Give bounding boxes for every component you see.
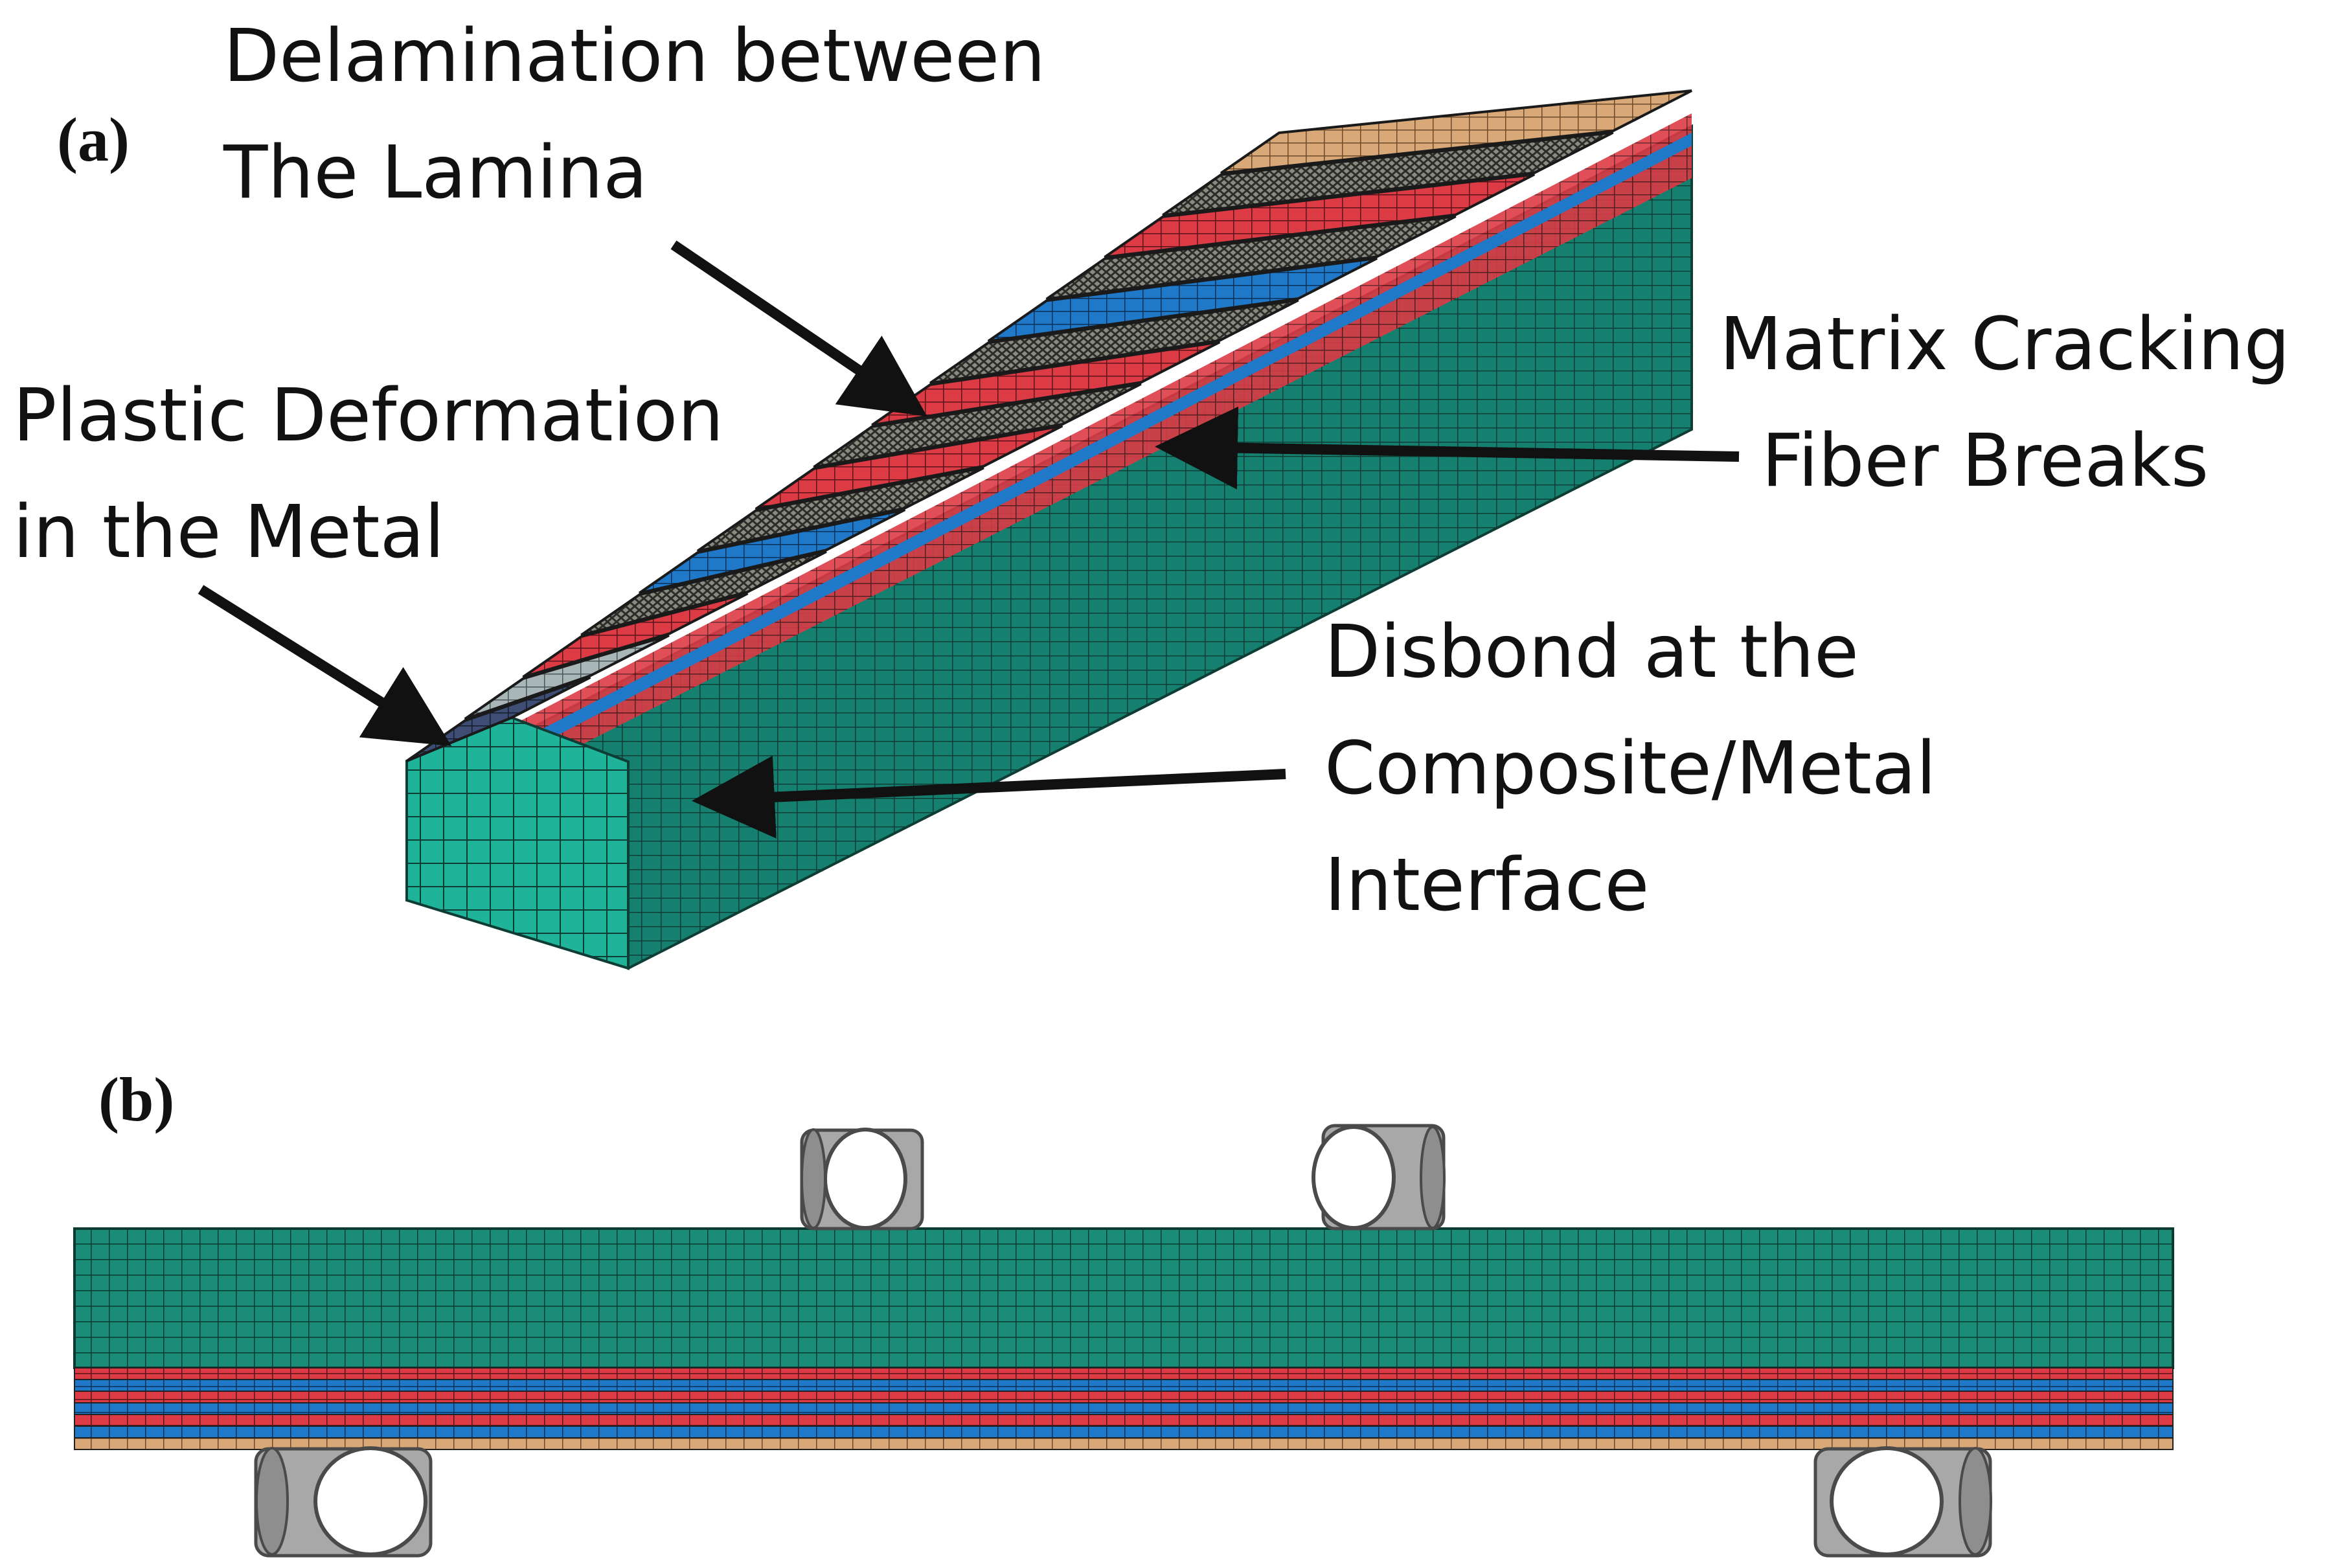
- laminate-plies: [74, 1367, 2174, 1450]
- delamination-arrow: [670, 240, 927, 416]
- laminate-ply: [74, 1391, 2174, 1403]
- ply-strip: [813, 382, 1142, 469]
- disbond-line-2: Composite/Metal: [1324, 727, 1937, 811]
- laminate-ply: [74, 1426, 2174, 1438]
- ply-strip: [464, 634, 670, 721]
- matrix-line-2: Fiber Breaks: [1762, 419, 2209, 503]
- side-view-specimen: [73, 1124, 2174, 1558]
- metal-end-face: [405, 716, 630, 970]
- isometric-specimen: [405, 89, 1693, 970]
- ply-strip: [1220, 89, 1692, 175]
- laminate-ply: [74, 1402, 2174, 1415]
- panel-b-label: (b): [98, 1065, 174, 1134]
- ply-layup: [405, 89, 1692, 762]
- plastic-deformation-arrow: [198, 585, 452, 746]
- panel-a-label: (a): [57, 105, 130, 174]
- ply-strip: [696, 466, 984, 552]
- ply-strip: [522, 592, 749, 679]
- matrix-cracking-label: Matrix Cracking Fiber Breaks: [1720, 302, 2313, 503]
- support-roller-left: [254, 1446, 433, 1558]
- loading-roller-left: [800, 1128, 924, 1231]
- ply-strip: [987, 256, 1378, 343]
- matrix-line-1: Matrix Cracking: [1720, 302, 2290, 387]
- laminate-ply: [74, 1437, 2174, 1450]
- disbond-arrow: [692, 755, 1286, 839]
- plastic-line-2: in the Metal: [13, 490, 444, 574]
- ply-strip: [755, 424, 1063, 510]
- ply-strip: [580, 550, 827, 637]
- ply-strip: [1162, 131, 1614, 217]
- delamination-line-2: The Lamina: [223, 131, 648, 215]
- ply-strip: [929, 299, 1299, 385]
- laminate-ply: [74, 1379, 2174, 1392]
- laminate-ply: [74, 1414, 2174, 1427]
- support-roller-right: [1813, 1446, 1992, 1558]
- metal-beam: [73, 1227, 2174, 1369]
- delamination-line-1: Delamination between: [223, 14, 1045, 98]
- ply-strip: [1104, 173, 1536, 258]
- disbond-label: Disbond at the Composite/Metal Interface: [1324, 610, 1959, 927]
- loading-roller-right: [1312, 1124, 1446, 1231]
- plastic-line-1: Plastic Deformation: [13, 374, 723, 458]
- laminate-ply: [74, 1367, 2174, 1380]
- plastic-deformation-label: Plastic Deformation in the Metal: [13, 374, 747, 574]
- disbond-line-3: Interface: [1324, 843, 1649, 927]
- matrix-cracking-arrow: [1155, 406, 1740, 490]
- disbond-line-1: Disbond at the: [1324, 610, 1859, 694]
- ply-strip: [639, 508, 906, 595]
- laminate-edge-blue: [512, 133, 1692, 759]
- ply-strip: [1045, 215, 1457, 301]
- delamination-label: Delamination between The Lamina: [223, 14, 1069, 215]
